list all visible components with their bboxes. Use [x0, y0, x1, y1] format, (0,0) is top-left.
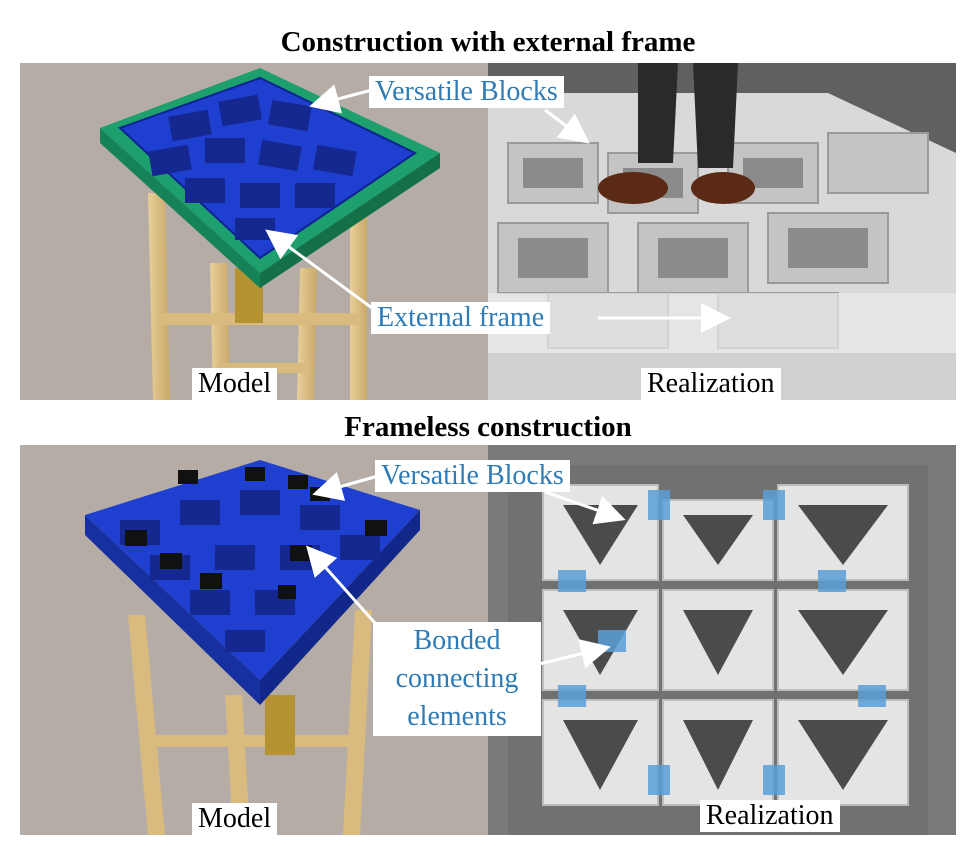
top-realization-label: Realization [641, 368, 781, 400]
top-model-photo [20, 63, 488, 400]
bottom-versatile-blocks-label: Versatile Blocks [375, 460, 570, 492]
bonded-line-2: connecting [395, 663, 519, 694]
bottom-realization-label: Realization [700, 800, 840, 832]
bottom-title: Frameless construction [344, 411, 632, 443]
bottom-realization-photo [488, 445, 956, 835]
bonded-line-3: elements [407, 701, 507, 732]
top-realization-photo [488, 63, 956, 400]
top-external-frame-label: External frame [371, 302, 551, 334]
bonded-connecting-elements-label: Bonded connecting elements [373, 622, 541, 736]
top-title: Construction with external frame [280, 26, 696, 58]
bonded-line-1: Bonded [413, 625, 501, 656]
top-versatile-blocks-label: Versatile Blocks [369, 76, 564, 108]
top-model-label: Model [192, 368, 278, 400]
bottom-model-label: Model [192, 803, 278, 835]
